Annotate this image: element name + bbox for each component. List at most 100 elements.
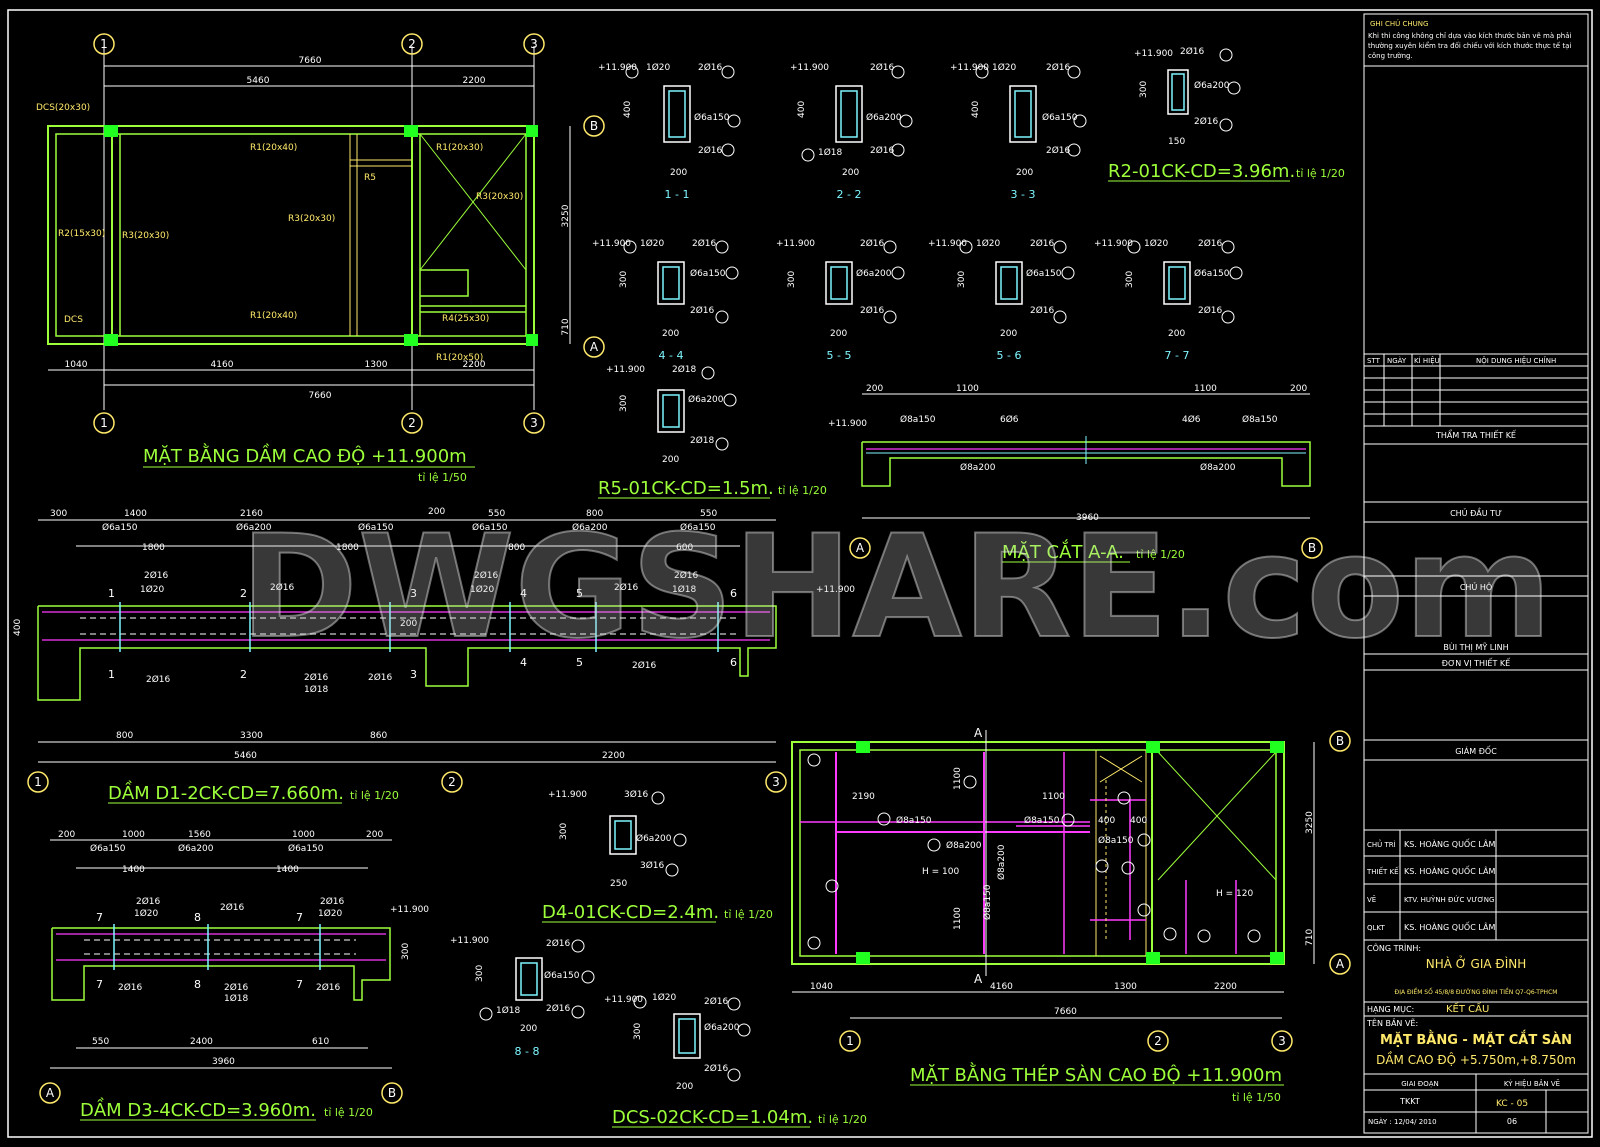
rebar-label: 400 [797, 101, 807, 118]
rebar-label: Ø6a150 [90, 843, 126, 854]
rebar-label: 2Ø16 [698, 145, 723, 156]
hang-muc-label: HẠNG MỤC: [1367, 1005, 1414, 1015]
dim-text: 800 [508, 543, 525, 553]
dim-text: 2400 [190, 1037, 213, 1047]
dcs-scale: tỉ lệ 1/20 [818, 1113, 867, 1126]
rebar-label: 400 [13, 619, 23, 636]
rebar-label: 2Ø16 [474, 570, 499, 581]
dim-text: 4160 [211, 360, 234, 370]
dim-text: 7660 [1054, 1007, 1077, 1017]
rebar-label: 300 [401, 943, 411, 960]
beam-d1-texts: 300 1400 2160 200 550 800 550 1800 1800 … [13, 507, 855, 761]
cut-mark: 8 [194, 978, 201, 991]
grid-label: 2 [448, 775, 456, 789]
dim-text: 200 [1290, 384, 1307, 394]
rebar-label: 6Ø6 [1000, 414, 1019, 425]
giai-doan-label: GIAI ĐOẠN [1401, 1080, 1439, 1088]
beam-label: DCS(20x30) [36, 103, 90, 113]
grid-label: 2 [408, 37, 416, 51]
rebar-label: Ø8a150 [982, 884, 993, 920]
rebar-label: 1Ø20 [140, 584, 165, 595]
grid-label: 3 [1278, 1034, 1286, 1048]
rebar-label: +11.900 [592, 239, 631, 249]
rebar-label: 200 [662, 455, 679, 465]
r5-beam-title: R5-01CK-CD=1.5m. [598, 478, 774, 499]
dim-text: 5460 [247, 76, 270, 86]
role-name: KS. HOÀNG QUỐC LÂM [1404, 864, 1495, 876]
rebar-label: Ø6a150 [680, 522, 716, 533]
rebar-label: Ø6a150 [694, 112, 730, 123]
dim-text: 1800 [142, 543, 165, 553]
rebar-label: Ø6a150 [358, 522, 394, 533]
rebar-label: 200 [1016, 168, 1033, 178]
section-label: 8 - 8 [515, 1045, 540, 1058]
ten-ban-ve-label: TÊN BẢN VẼ: [1366, 1017, 1418, 1028]
grid-label: B [590, 119, 598, 133]
dim-text: 550 [700, 509, 717, 519]
role-label: VẼ [1367, 895, 1376, 904]
rebar-label: 2Ø16 [1198, 238, 1223, 249]
dim-text: 1300 [365, 360, 388, 370]
r2-beam-title: R2-01CK-CD=3.96m. [1108, 161, 1295, 182]
rebar-label: 2Ø16 [860, 238, 885, 249]
giai-doan-value: TKKT [1399, 1097, 1420, 1106]
rebar-label: Ø6a200 [866, 112, 902, 123]
rebar-label: 250 [610, 879, 627, 889]
plan1-scale: tỉ lệ 1/50 [418, 471, 467, 484]
beam-plan-top-left [48, 46, 571, 410]
grid-bubble-labels: 1 2 3 1 2 3 B A 1 2 3 A B A B 1 2 3 B A [34, 37, 1345, 1100]
rebar-callout-circles [479, 48, 1243, 1082]
rebar-label: 300 [475, 965, 485, 982]
dim-text: 2200 [1214, 982, 1237, 992]
dim-text: 2190 [852, 792, 875, 802]
dim-text: 1400 [124, 509, 147, 519]
cut-mark: 6 [730, 656, 737, 669]
rebar-label: 1Ø20 [976, 238, 1001, 249]
rebar-label: 150 [1168, 137, 1185, 147]
rebar-label: 2Ø16 [704, 996, 729, 1007]
beam-label: DCS [64, 315, 83, 325]
beam-d3-texts: 200 1000 1560 1000 200 1400 1400 550 240… [58, 830, 429, 1067]
beam-label: R5 [364, 173, 376, 183]
cut-mark: 7 [96, 978, 103, 991]
rebar-label: 1Ø20 [1144, 238, 1169, 249]
rebar-label: Ø6a150 [472, 522, 508, 533]
rebar-label: +11.900 [816, 585, 855, 595]
role-label: QLKT [1367, 924, 1385, 932]
ten-ban-ve-2: DẦM CAO ĐỘ +5.750m,+8.750m [1376, 1051, 1576, 1067]
rebar-label: Ø8a150 [900, 414, 936, 425]
rebar-label: 400 [971, 101, 981, 118]
giam-doc-label: GIÁM ĐỐC [1455, 744, 1497, 756]
slab-plan-scale: tỉ lệ 1/50 [1232, 1091, 1281, 1104]
rebar-label: 1Ø18 [224, 993, 249, 1004]
rebar-label: 1Ø18 [818, 147, 843, 158]
dim-text: 5460 [234, 751, 257, 761]
section-aa-drawing [861, 393, 1311, 519]
grid-label: 1 [100, 416, 108, 430]
beam-label: R4(25x30) [442, 314, 489, 324]
grid-label: 2 [408, 416, 416, 430]
rebar-label: Ø6a150 [1194, 268, 1230, 279]
grid-label: A [856, 541, 865, 555]
section-aa-texts: 200 1100 1100 200 3960 +11.900 Ø8a150 6Ø… [828, 384, 1307, 523]
cut-mark: 2 [240, 668, 247, 681]
rebar-label: +11.900 [928, 239, 967, 249]
dim-text: 710 [1305, 929, 1315, 946]
rebar-label: 300 [787, 271, 797, 288]
rebar-label: 2Ø16 [304, 672, 329, 683]
notes-line: Khi thi công không chỉ dựa vào kích thướ… [1368, 32, 1572, 40]
rebar-label: 1Ø20 [318, 908, 343, 919]
rebar-label: 1Ø20 [470, 584, 495, 595]
rev-header: KÍ HIỆU [1414, 356, 1440, 365]
slab-level: H = 100 [922, 867, 959, 877]
rebar-label: 200 [1168, 329, 1185, 339]
rebar-label: +11.900 [548, 790, 587, 800]
dim-text: 2200 [602, 751, 625, 761]
rebar-label: Ø6a200 [1194, 80, 1230, 91]
rebar-label: 300 [619, 271, 629, 288]
ten-ban-ve-1: MẶT BẰNG - MẶT CẮT SÀN [1380, 1031, 1572, 1048]
dim-text: 1000 [292, 830, 315, 840]
rebar-label: Ø6a150 [1026, 268, 1062, 279]
slab-level: H = 120 [1216, 889, 1253, 899]
